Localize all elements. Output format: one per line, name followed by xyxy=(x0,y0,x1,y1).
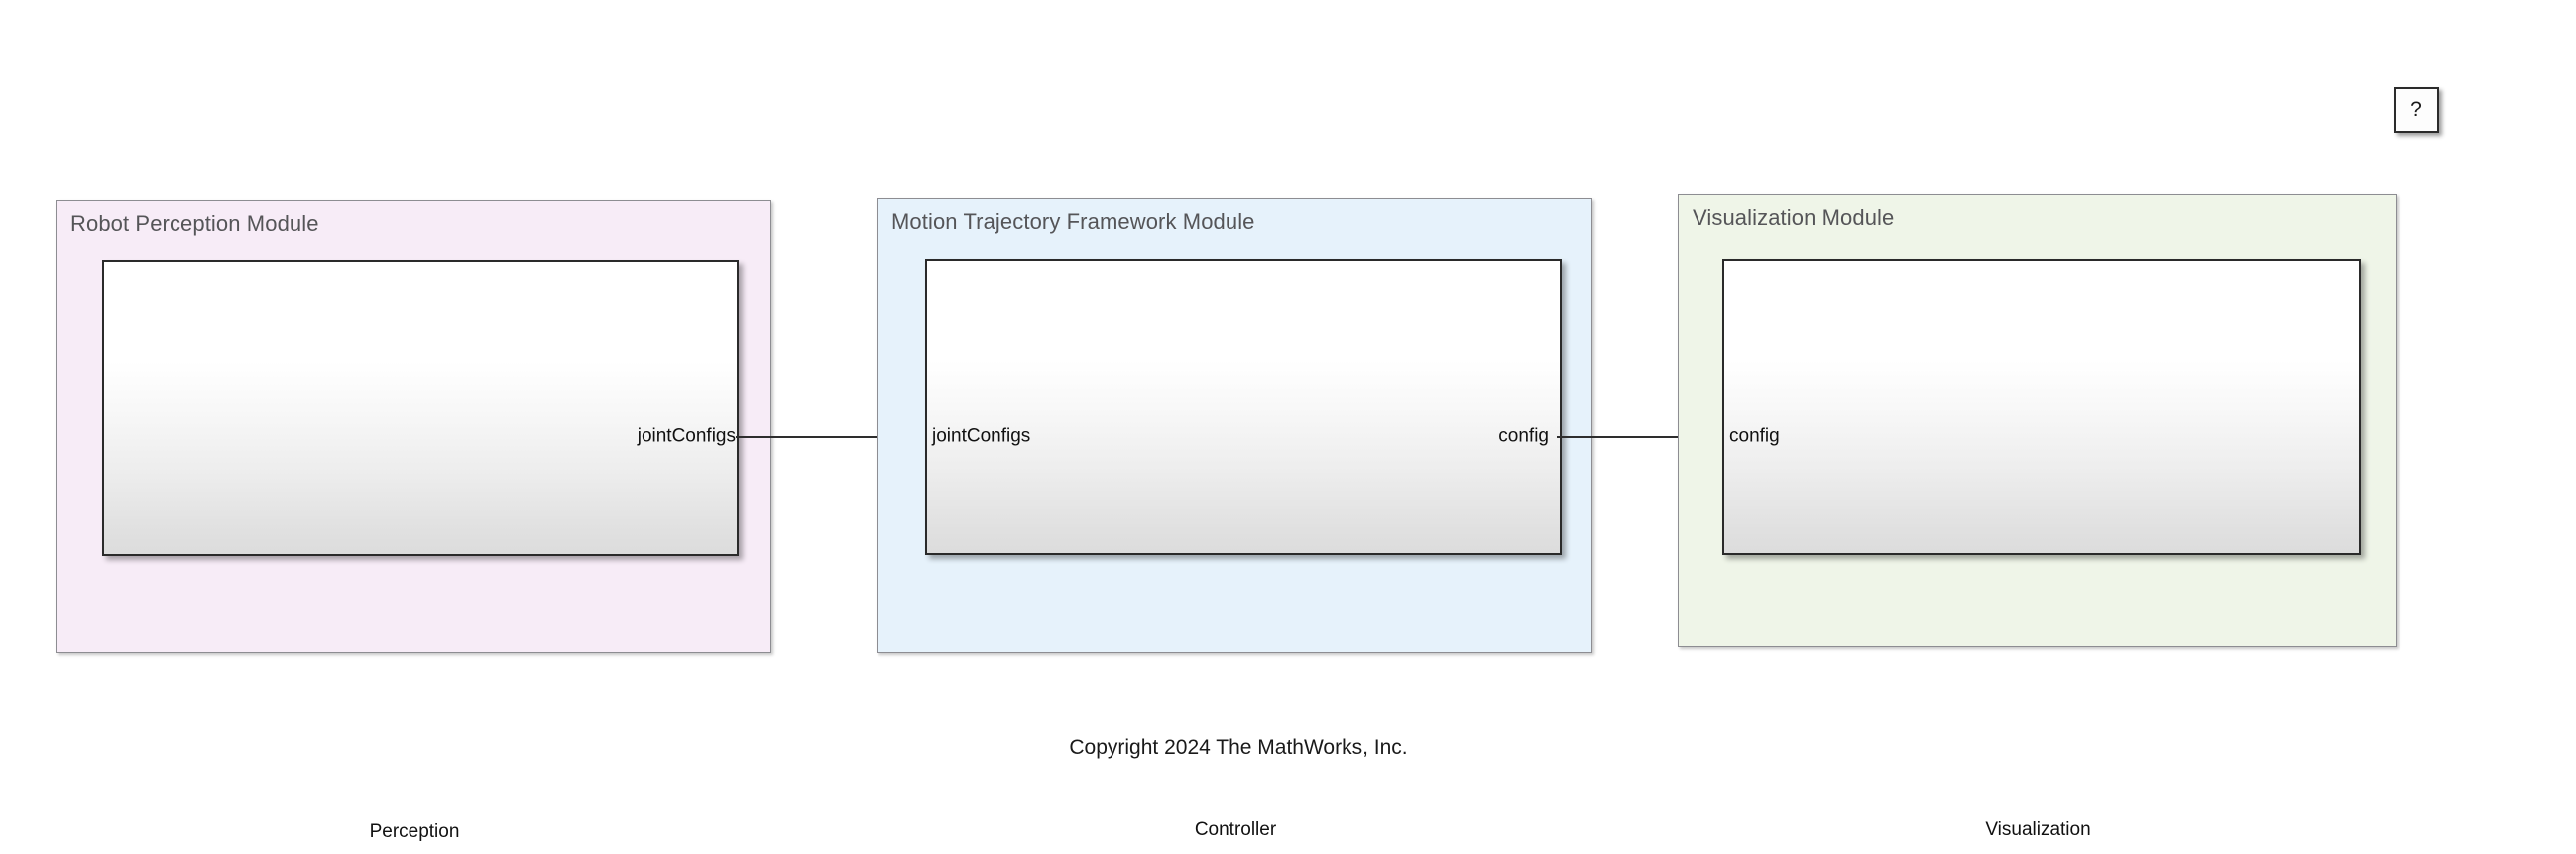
module-visualization[interactable]: Visualization Module Visualization xyxy=(1678,194,2397,840)
module-title: Motion Trajectory Framework Module xyxy=(891,209,1255,234)
block-name-label: Visualization xyxy=(1985,819,2091,840)
signal-line-jointconfigs[interactable] xyxy=(736,436,924,438)
module-title: Visualization Module xyxy=(1693,205,1895,230)
module-title: Robot Perception Module xyxy=(70,211,319,236)
port-label-controller-in: jointConfigs xyxy=(932,426,1031,447)
port-label-visualization-in: config xyxy=(1729,426,1780,447)
signal-line-config[interactable] xyxy=(1557,436,1735,438)
port-label-perception-out: jointConfigs xyxy=(637,426,736,447)
port-label-controller-out: config xyxy=(1498,426,1549,447)
help-button[interactable]: ? xyxy=(2394,87,2439,133)
block-perception[interactable] xyxy=(102,260,739,556)
block-name-label: Controller xyxy=(1194,819,1277,840)
copyright-notice: Copyright 2024 The MathWorks, Inc. xyxy=(0,736,2576,760)
module-motion-trajectory-framework[interactable]: Motion Trajectory Framework Module Contr… xyxy=(877,198,1592,840)
copyright-text: Copyright 2024 The MathWorks, Inc. xyxy=(1069,736,1408,759)
block-visualization[interactable] xyxy=(1722,259,2361,555)
block-name-label: Perception xyxy=(369,821,460,842)
block-controller[interactable] xyxy=(925,259,1562,555)
module-robot-perception[interactable]: Robot Perception Module Perception xyxy=(56,200,771,842)
